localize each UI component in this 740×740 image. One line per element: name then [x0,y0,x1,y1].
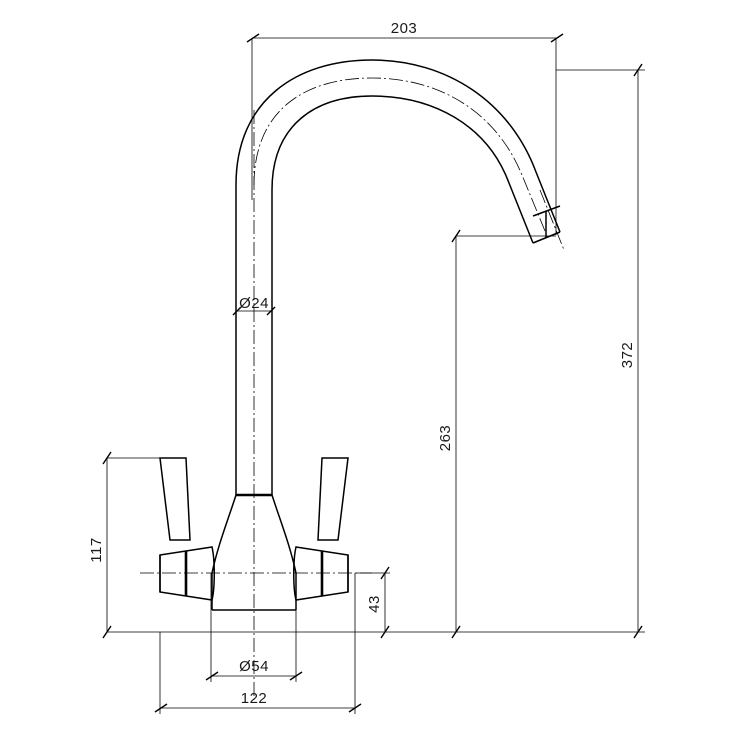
body-right-flare [271,494,297,610]
centreline-group [140,77,565,700]
gooseneck-outer-profile [235,59,561,311]
faucet-outline-group [159,59,561,611]
right-handle-lever [317,457,349,541]
centreline-spout-tip [539,189,565,251]
gooseneck-inner-profile [271,95,534,311]
tick-d54-right [289,671,303,681]
tick-d24-left [232,306,242,316]
dim-label-43: 43 [366,595,383,613]
tick-43-bottom [380,625,390,639]
tick-d24-right [266,306,276,316]
dim-label-117: 117 [88,537,105,562]
tick-117-bottom [102,625,112,639]
tick-122-left [154,703,168,713]
tick-203-right [550,33,564,43]
tick-122-right [348,703,362,713]
tick-372-bottom [633,625,643,639]
centreline-gooseneck-arc [253,77,546,232]
body-left-flare [211,494,237,610]
tick-263-top [451,229,461,243]
tick-d54-left [205,671,219,681]
tick-263-bottom [451,625,461,639]
tick-43-top [380,566,390,580]
left-handle-lever [159,457,191,541]
dim-label-203: 203 [391,20,418,37]
dimension-arrow-group [102,33,643,713]
dim-label-d24: Ø24 [239,295,269,312]
dim-label-263: 263 [437,425,454,452]
dim-label-372: 372 [619,342,636,369]
right-handle-hub [293,546,349,601]
tick-117-top [102,451,112,465]
left-handle-hub [159,546,215,601]
tick-203-left [246,33,260,43]
dim-label-122: 122 [241,690,268,707]
dim-label-d54: Ø54 [239,658,269,675]
tick-372-top [633,63,643,77]
